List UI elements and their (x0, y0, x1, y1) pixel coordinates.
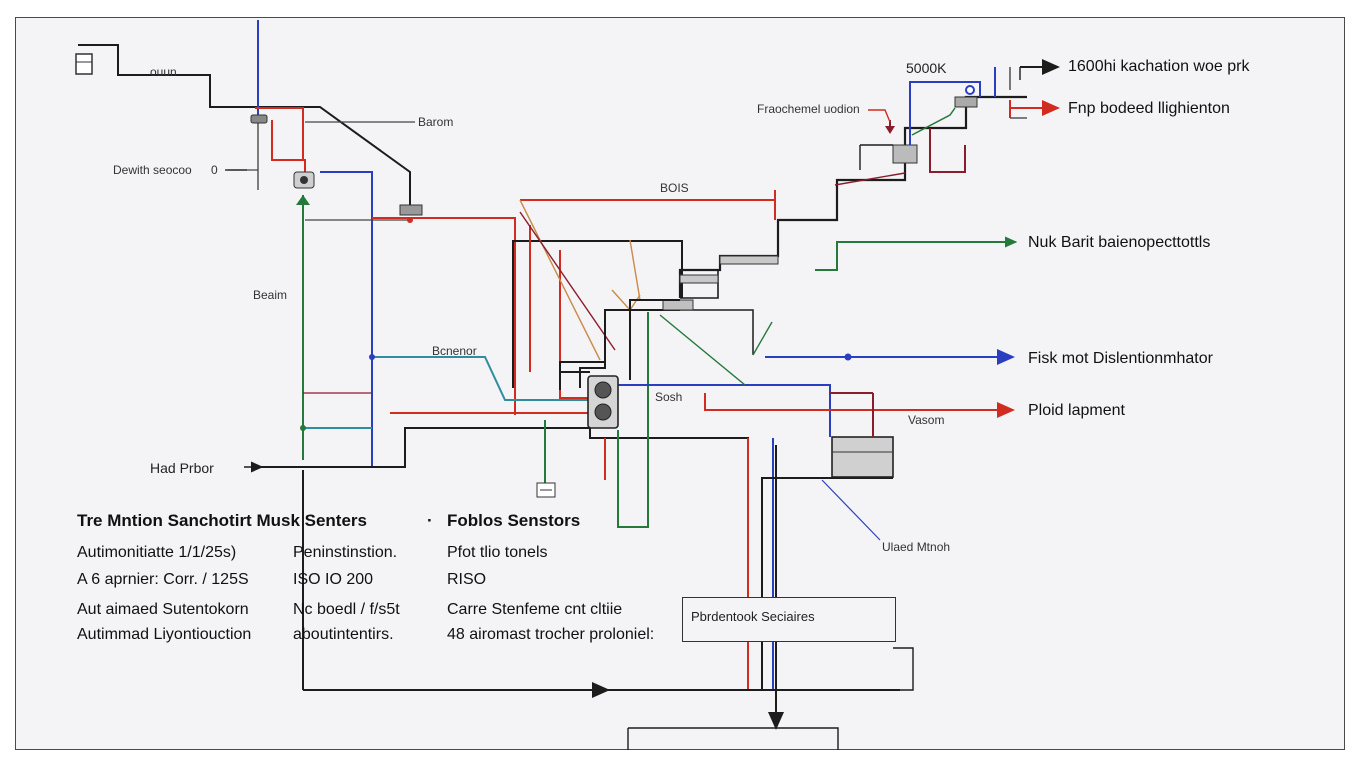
callout-3: Nuk Barit baienopecttottls (1028, 234, 1211, 251)
label-beaim: Beaim (253, 288, 288, 302)
top-left-components (75, 53, 423, 431)
callout-2: Fnp bodeed llighienton (1068, 100, 1230, 117)
label-barrom: Barom (418, 115, 454, 129)
label-bcn: Bcnenor (432, 344, 477, 358)
spec-col3-row1: Pfot tlio tonels (447, 544, 548, 561)
label-hand-probe: Had Prbor (150, 460, 214, 476)
diagram-frame (15, 17, 1345, 750)
spec-col1-row2: A 6 aprnier: Corr. / 125S (77, 571, 249, 588)
spec-col1-row3: Aut aimaed Sutentokorn (77, 601, 249, 618)
label-processor: Fraochemel uodion (757, 102, 860, 116)
top-left-wiring (78, 20, 610, 698)
spec-col1-row4: Autimmad Liyontiouction (77, 626, 252, 643)
label-dewitch-value: 0 (211, 163, 218, 177)
spec-col3-row3: Carre Stenfeme cnt cltiie (447, 601, 623, 618)
spec-title-right: Foblos Senstors (447, 511, 581, 530)
callout-4: Fisk mot Dislentionmhator (1028, 350, 1213, 367)
label-lineal-match: Ulaed Mtnoh (882, 540, 951, 554)
label-top-right-value: 5000K (906, 60, 947, 76)
spec-col2-row1: Peninstinstion. (293, 544, 398, 561)
bottom-label-box: Pbrdentook Seciaires (682, 597, 896, 642)
spec-title-left: Tre Mntion Sanchotirt Musk Senters (77, 511, 367, 530)
label-bois: BOIS (660, 181, 689, 195)
staircase (536, 95, 1027, 498)
spec-col2-row4: aboutintentirs. (293, 626, 394, 643)
central-wiring (390, 199, 914, 750)
spec-col3-row2: RISO (447, 571, 487, 588)
bottom-box-label: Pbrdentook Seciaires (691, 609, 815, 624)
label-arrows (225, 169, 1018, 473)
label-vasom: Vasom (908, 413, 945, 427)
spec-title-separator: · (427, 511, 433, 530)
label-top-left-tag: ouun (150, 65, 177, 79)
label-dewitch-sensor: Dewith seocoo (113, 163, 192, 177)
spec-col2-row2: ISO IO 200 (293, 571, 374, 588)
callout-5: Ploid lapment (1028, 402, 1125, 419)
callout-1: 1600hi kachation woe prk (1068, 58, 1250, 75)
spec-col1-row1: Autimonitiatte 1/1/25s) (77, 544, 237, 561)
label-sosh: Sosh (655, 390, 683, 404)
spec-col2-row3: Nc boedl / f/s5t (293, 601, 400, 618)
spec-col3-row4: 48 airomast trocher proloniel: (447, 626, 655, 643)
top-right-wiring (765, 59, 1060, 541)
